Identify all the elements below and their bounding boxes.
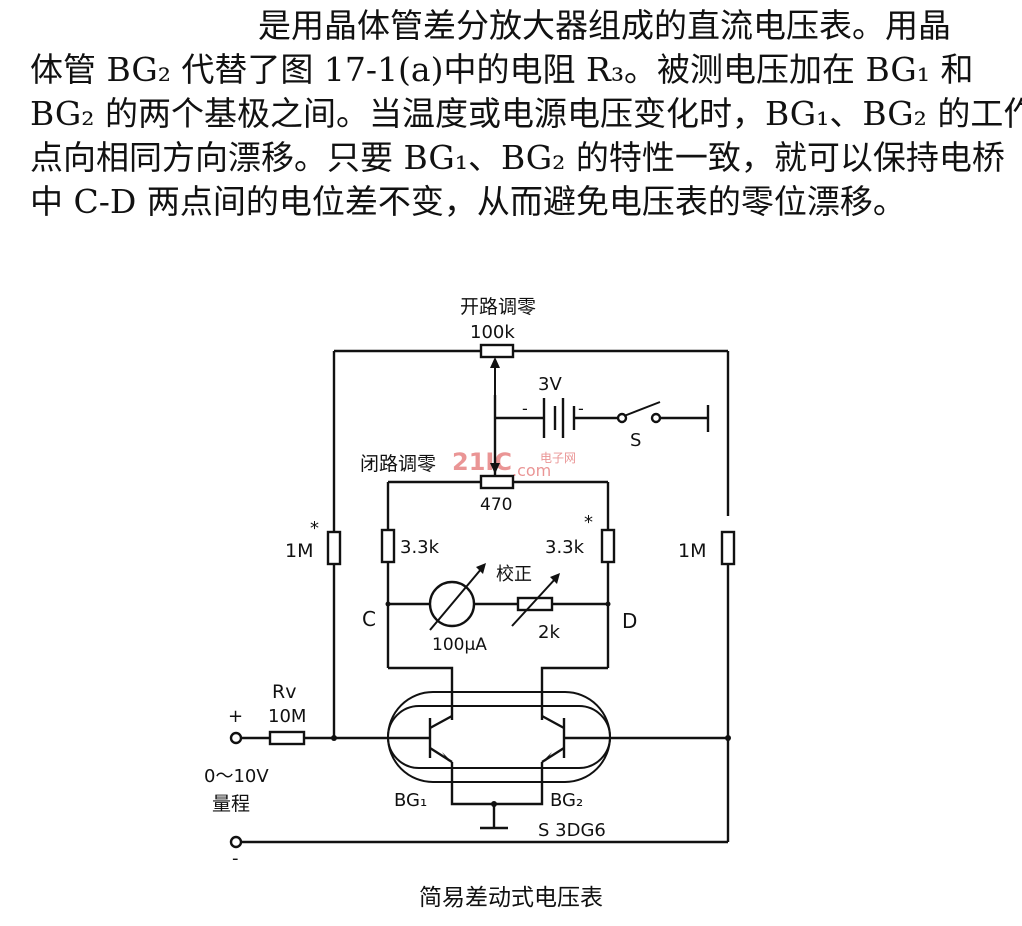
- right-1m-resistor: [720, 530, 736, 566]
- rv-resistor: [268, 730, 306, 746]
- closed-zero-value: 470: [480, 495, 512, 515]
- description-paragraph: 是用晶体管差分放大器组成的直流电压表。用晶 体管 BG₂ 代替了图 17-1(a…: [30, 4, 1022, 224]
- rv-value: 10M: [268, 706, 306, 727]
- meter-label: 100μA: [432, 635, 487, 655]
- battery-minus-right: -: [578, 399, 584, 418]
- meter-bridge: [385, 563, 611, 631]
- left-resistor-mark: *: [310, 518, 319, 539]
- watermark-logo: 21IC 电子网 .com: [452, 448, 576, 480]
- watermark-domain: .com: [512, 461, 551, 480]
- node-d-label: D: [622, 609, 637, 633]
- closed-zero-label: 闭路调零: [360, 453, 436, 475]
- left-collector-label: 3.3k: [400, 537, 440, 558]
- bg1-label: BG₁: [394, 790, 427, 811]
- calibrate-label: 校正: [496, 564, 532, 585]
- input-rv: [229, 730, 730, 849]
- transistor-bg2: [540, 714, 728, 780]
- bg2-label: BG₂: [550, 790, 583, 811]
- paragraph-line-3: BG₂ 的两个基极之间。当温度或电源电压变化时，BG₁、BG₂ 的工作: [30, 94, 1022, 133]
- top-rail: [332, 349, 730, 738]
- battery-minus-left: -: [522, 399, 528, 418]
- right-collector-resistor: [600, 528, 616, 564]
- input-minus-terminal-icon: [229, 835, 243, 849]
- plus-sign: +: [228, 706, 243, 727]
- calib-resistor-label: 2k: [538, 622, 560, 643]
- open-zero-potentiometer: [479, 343, 515, 395]
- transistor-type: S 3DG6: [538, 820, 606, 841]
- watermark-cn: 电子网: [540, 451, 576, 465]
- right-collector-mark: *: [584, 512, 593, 533]
- battery-label: 3V: [538, 374, 562, 395]
- battery: [495, 398, 618, 438]
- range-value: 0～10V: [204, 766, 269, 787]
- open-zero-value: 100k: [470, 322, 515, 343]
- right-collector-label: 3.3k: [545, 537, 585, 558]
- switch-label: S: [630, 430, 641, 451]
- figure-caption: 简易差动式电压表: [419, 885, 603, 911]
- input-plus-terminal-icon: [229, 731, 243, 745]
- left-resistor-label: 1M: [285, 540, 313, 562]
- switch: [616, 401, 710, 432]
- open-zero-label: 开路调零: [460, 296, 536, 318]
- paragraph-line-4: 点向相同方向漂移。只要 BG₁、BG₂ 的特性一致，就可以保持电桥: [30, 138, 1005, 177]
- paragraph-line-2: 体管 BG₂ 代替了图 17-1(a)中的电阻 R₃。被测电压加在 BG₁ 和: [30, 50, 974, 89]
- closed-zero-potentiometer: [388, 463, 608, 490]
- left-1m-resistor: [326, 530, 342, 566]
- paragraph-line-5: 中 C-D 两点间的电位差不变，从而避免电压表的零位漂移。: [30, 182, 906, 221]
- paragraph-line-1: 是用晶体管差分放大器组成的直流电压表。用晶: [258, 6, 951, 45]
- right-resistor-label: 1M: [678, 540, 706, 562]
- node-c-label: C: [362, 607, 376, 631]
- minus-sign: -: [232, 848, 239, 869]
- left-collector-resistor: [380, 528, 396, 564]
- range-label: 量程: [212, 793, 250, 815]
- rv-label: Rv: [272, 681, 296, 703]
- watermark-brand: 21IC: [452, 448, 512, 476]
- transistor-bg1: [334, 714, 454, 780]
